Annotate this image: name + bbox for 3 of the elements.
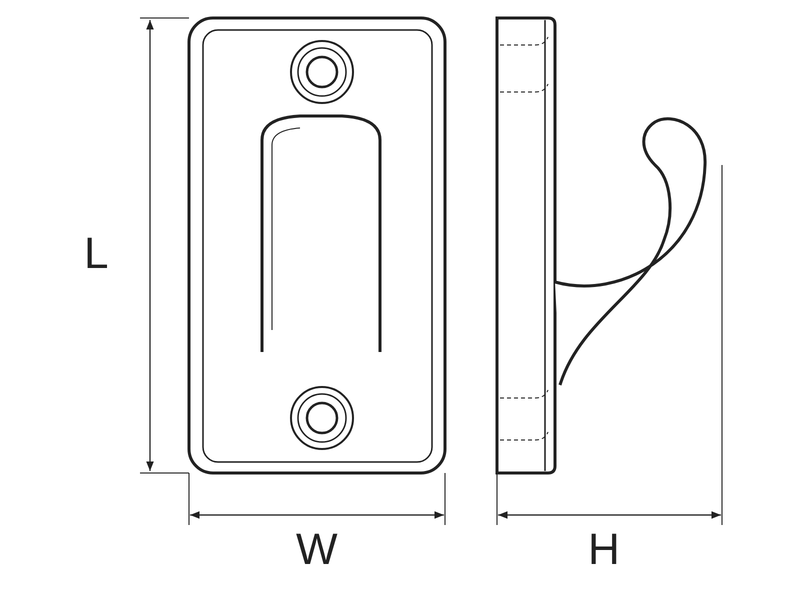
dimension-label: H: [588, 528, 620, 572]
dimension-label: L: [84, 232, 108, 276]
dimension-label: W: [296, 528, 338, 572]
